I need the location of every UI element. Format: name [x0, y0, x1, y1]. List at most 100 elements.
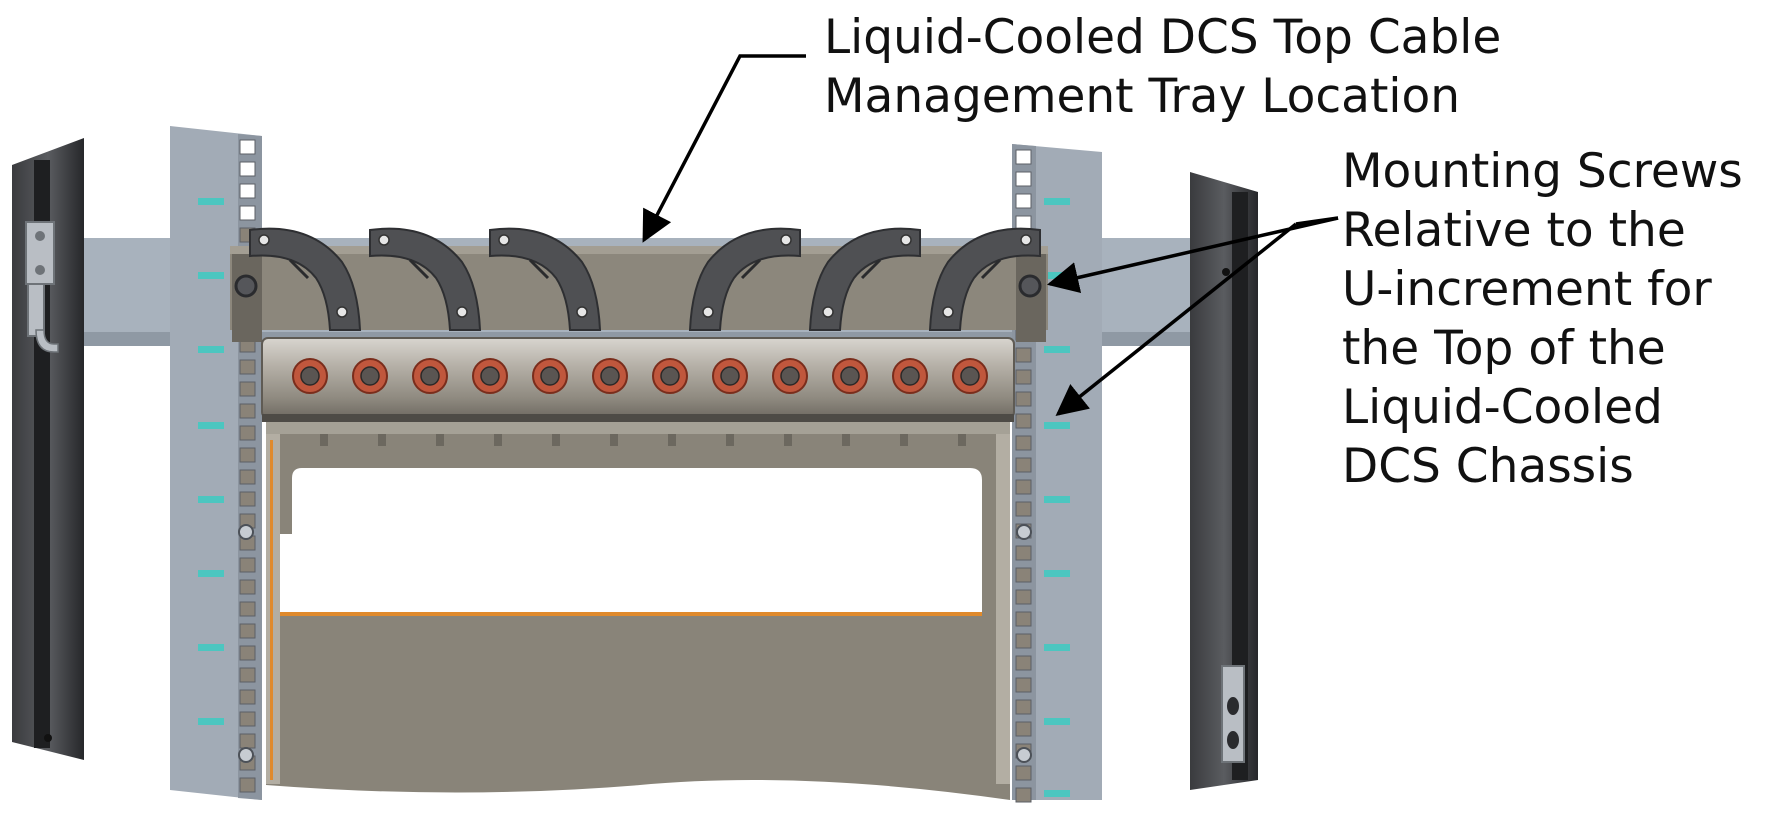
bracket-shape [808, 227, 921, 331]
rail-square-hole [239, 205, 256, 221]
u-marker [1044, 790, 1070, 797]
tray-callout-line-1: Liquid-Cooled DCS Top Cable [824, 10, 1502, 65]
chassis-tab [668, 434, 676, 446]
bracket-shape [928, 227, 1041, 331]
rail-square-hole [1015, 457, 1032, 473]
rail-square-hole [1015, 699, 1032, 715]
u-marker [198, 198, 224, 205]
chassis-tab [610, 434, 618, 446]
bracket-rib [860, 258, 882, 280]
roller-screw-head [300, 366, 320, 386]
rail-square-hole [1015, 677, 1032, 693]
rail-square-hole [239, 689, 256, 705]
cable-bend-bracket [928, 227, 1041, 331]
rail-square-hole [1015, 655, 1032, 671]
u-marker [1044, 496, 1070, 503]
tray-mounting-screw-right [1018, 274, 1042, 298]
bracket-rib [980, 258, 1002, 280]
roller-screw-head [720, 366, 740, 386]
rail-round-screw [238, 524, 254, 540]
rail-square-hole [239, 645, 256, 661]
rail-square-hole [1015, 611, 1032, 627]
rail-square-hole [1015, 171, 1032, 187]
roller-screw-head [540, 366, 560, 386]
rail-square-hole [239, 447, 256, 463]
rail-square-hole [1015, 391, 1032, 407]
rail-square-hole [1015, 721, 1032, 737]
rail-round-screw [1016, 524, 1032, 540]
tray-body [230, 246, 1048, 330]
rail-square-hole [239, 601, 256, 617]
rail-round-screw [238, 747, 254, 763]
chassis-tab [378, 434, 386, 446]
rail-square-hole [239, 403, 256, 419]
rail-square-hole [1015, 765, 1032, 781]
bracket-rib [408, 258, 430, 280]
cable-bend-brackets [249, 227, 1041, 331]
tray-roller-base [262, 414, 1014, 422]
roller-screw-head [840, 366, 860, 386]
rail-square-hole [239, 139, 256, 155]
screws-callout-line-5: Liquid-Cooled [1342, 380, 1663, 435]
chassis-tab [958, 434, 966, 446]
door-latch [25, 221, 59, 353]
rail-square-hole [239, 381, 256, 397]
rail-square-hole [1015, 545, 1032, 561]
left-door-screw [44, 734, 52, 742]
chassis-tab [784, 434, 792, 446]
cable-bend-bracket [688, 227, 801, 331]
bracket-screw [942, 306, 954, 318]
rail-square-hole [1015, 479, 1032, 495]
bracket-rib [528, 258, 550, 280]
screws-callout-line-6: DCS Chassis [1342, 439, 1634, 494]
cable-bend-bracket [249, 227, 362, 331]
u-marker [1044, 198, 1070, 205]
rail-square-hole [1015, 149, 1032, 165]
rail-square-hole [1015, 633, 1032, 649]
u-marker [198, 422, 224, 429]
chassis-tab [494, 434, 502, 446]
chassis-orange-sill [280, 612, 982, 616]
bracket-screw [702, 306, 714, 318]
chassis-tab [320, 434, 328, 446]
right-door-inner-strip [1232, 192, 1248, 780]
rail-square-hole [1015, 193, 1032, 209]
bracket-screw [498, 234, 510, 246]
u-marker [1044, 718, 1070, 725]
bracket-rib [740, 258, 762, 280]
roller-screw-head [360, 366, 380, 386]
tray-callout-leader [642, 54, 806, 243]
bracket-screw [822, 306, 834, 318]
bracket-screw [456, 306, 468, 318]
rail-square-hole [1015, 501, 1032, 517]
left-u-markers [198, 198, 224, 725]
rail-square-hole [1015, 787, 1032, 803]
u-marker [1044, 570, 1070, 577]
roller-screw-head [960, 366, 980, 386]
u-marker [1044, 346, 1070, 353]
rail-square-hole [239, 557, 256, 573]
bracket-shape [688, 227, 801, 331]
bracket-screw [1020, 234, 1032, 246]
rail-square-hole [239, 183, 256, 199]
u-marker [1044, 644, 1070, 651]
rail-square-hole [239, 623, 256, 639]
screw-callout-stem [1295, 216, 1339, 226]
bracket-screw [336, 306, 348, 318]
chassis-tab [842, 434, 850, 446]
u-marker [198, 644, 224, 651]
u-marker [198, 272, 224, 279]
bracket-shape [249, 227, 362, 331]
chassis-tab [726, 434, 734, 446]
screws-callout-line-2: Relative to the [1342, 203, 1686, 258]
rail-square-hole [239, 491, 256, 507]
screw-callout-leader-lower [1055, 222, 1298, 416]
roller-screws [292, 358, 988, 394]
u-marker [198, 570, 224, 577]
bracket-screw [900, 234, 912, 246]
chassis-orange-edge-left [270, 440, 273, 780]
u-marker [198, 718, 224, 725]
rail-square-hole [239, 359, 256, 375]
